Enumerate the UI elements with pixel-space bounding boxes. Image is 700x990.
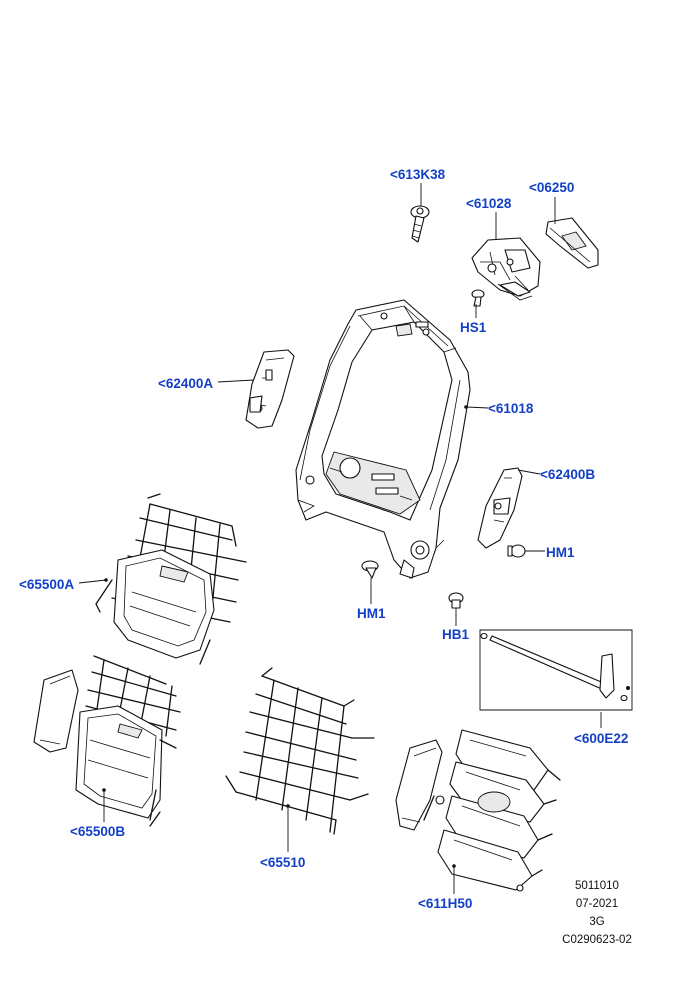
callout-611H50[interactable]: <611H50 [418, 896, 473, 911]
part-HB1-bolt [448, 592, 464, 609]
part-65500A-pad [95, 493, 247, 665]
callout-600E22[interactable]: <600E22 [574, 731, 629, 746]
leader-62400A [217, 379, 255, 383]
part-613K38-bolt [410, 205, 430, 243]
part-65510-spring [225, 667, 375, 835]
part-61018-frame [295, 299, 471, 579]
leader-65500A [78, 579, 107, 584]
callout-HM1-left[interactable]: HM1 [357, 606, 386, 621]
callout-65500A[interactable]: <65500A [19, 577, 75, 592]
callout-06250[interactable]: <06250 [529, 180, 575, 195]
callout-HB1[interactable]: HB1 [442, 627, 470, 642]
leader-62400B [517, 469, 541, 475]
part-HM1-left-pin [361, 560, 379, 579]
callout-65500B[interactable]: <65500B [70, 824, 126, 839]
callout-62400A[interactable]: <62400A [158, 376, 214, 391]
part-62400B-trim [477, 467, 523, 549]
leader-lines [78, 183, 602, 894]
ref-illustration-id: C0290623-02 [562, 934, 632, 946]
part-HS1-screw [471, 289, 485, 307]
callout-HM1-right[interactable]: HM1 [546, 545, 575, 560]
callout-61028[interactable]: <61028 [466, 196, 512, 211]
part-611H50-assembly [395, 729, 561, 892]
callout-61018[interactable]: <61018 [488, 401, 534, 416]
leader-61018 [466, 406, 489, 409]
part-65500B-pad [33, 655, 181, 827]
part-61028-latch [471, 237, 541, 301]
ref-variant: 3G [589, 916, 605, 928]
part-62400A-trim [245, 349, 295, 429]
callout-HS1[interactable]: HS1 [460, 320, 487, 335]
ref-number: 5011010 [575, 880, 619, 892]
callout-613K38[interactable]: <613K38 [390, 167, 446, 182]
part-06250-cover [545, 217, 599, 269]
part-HM1-right-nut [507, 544, 526, 558]
ref-date: 07-2021 [575, 898, 619, 910]
callout-62400B[interactable]: <62400B [540, 467, 596, 482]
part-600E22-rod [479, 629, 633, 711]
callout-65510[interactable]: <65510 [260, 855, 306, 870]
